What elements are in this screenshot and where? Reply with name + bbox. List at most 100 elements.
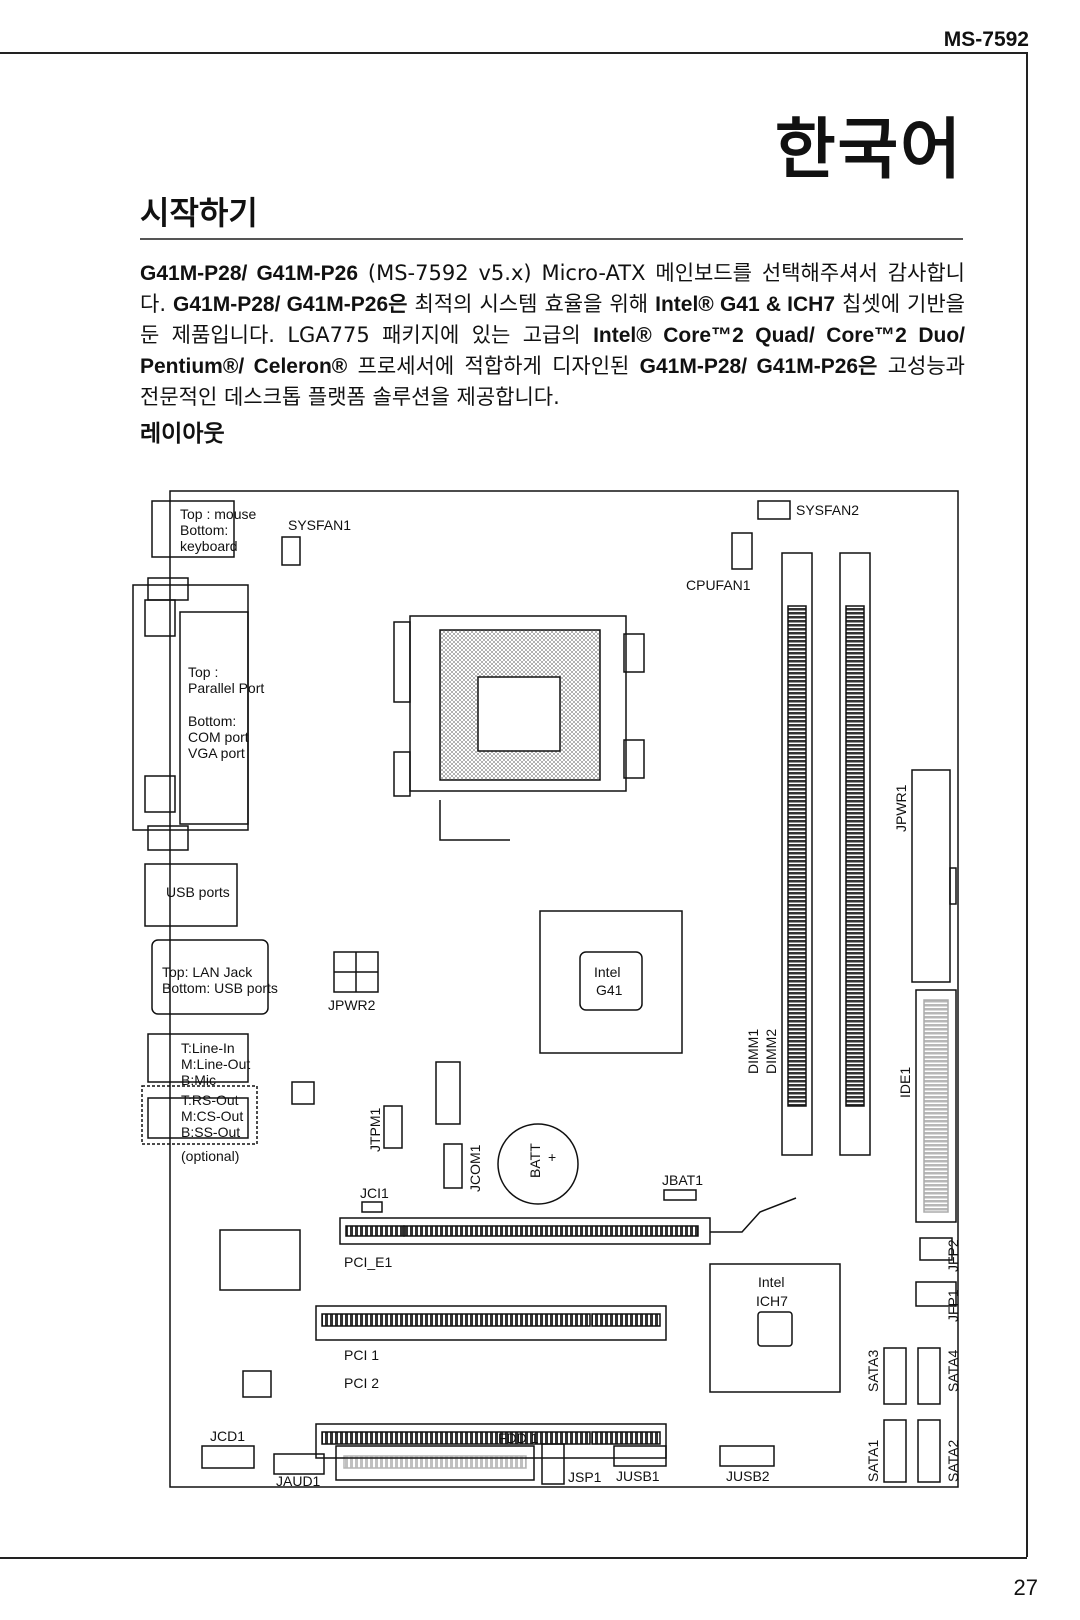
pci-e1-slot bbox=[339, 1217, 711, 1245]
intro-text-1: (MS-7592 v5.x) Micro-ATX 메인보드를 선택해주셔서 감사… bbox=[140, 261, 965, 316]
jcom1-header bbox=[443, 1143, 463, 1189]
io-aud-label-4: T:RS-Out bbox=[181, 1092, 239, 1108]
section-title: 시작하기 bbox=[140, 194, 258, 232]
io-aud-label-6: B:SS-Out bbox=[181, 1124, 240, 1140]
jfp2-label: JFP2 bbox=[945, 1239, 961, 1272]
pci1-label: PCI 1 bbox=[344, 1347, 379, 1363]
io-lan-label-2: Bottom: USB ports bbox=[162, 980, 278, 996]
section-rule bbox=[140, 238, 963, 240]
jusb2-header bbox=[719, 1445, 775, 1467]
io-lan-label-1: Top: LAN Jack bbox=[162, 964, 253, 980]
jusb2-label: JUSB2 bbox=[726, 1468, 770, 1484]
io-ps2-label-3: keyboard bbox=[180, 538, 238, 554]
header-rule bbox=[0, 52, 1027, 54]
page-number: 27 bbox=[1013, 1575, 1038, 1600]
jbat1-header bbox=[663, 1189, 697, 1201]
g41-chip bbox=[579, 951, 643, 1011]
pci-e1-label: PCI_E1 bbox=[344, 1254, 392, 1270]
sysfan2-label: SYSFAN2 bbox=[796, 502, 859, 518]
g41-heatsink bbox=[539, 910, 683, 1054]
cpu-socket-frame bbox=[409, 615, 627, 792]
ich7-chip-area bbox=[709, 1263, 841, 1393]
jaud1-label: JAUD1 bbox=[276, 1473, 321, 1489]
jtpm1-label: JTPM1 bbox=[367, 1107, 383, 1152]
io-par-label-2: Parallel Port bbox=[188, 680, 264, 696]
g41-label-2: G41 bbox=[596, 982, 623, 998]
intro-model-names-2: G41M-P28/ G41M-P26은 bbox=[173, 293, 408, 316]
jfp1-header bbox=[915, 1281, 957, 1307]
battery bbox=[497, 1123, 579, 1205]
dimm1-label: DIMM1 bbox=[745, 1029, 761, 1074]
io-aud-label-3: B:Mic bbox=[181, 1072, 216, 1088]
jci1-header bbox=[361, 1201, 383, 1213]
sata4-label: SATA4 bbox=[945, 1350, 961, 1392]
pci1-slot bbox=[315, 1305, 667, 1341]
pci2-label: PCI 2 bbox=[344, 1375, 379, 1391]
io-aud-label-2: M:Line-Out bbox=[181, 1056, 250, 1072]
ide1-connector bbox=[915, 989, 957, 1223]
sata1-label: SATA1 bbox=[865, 1440, 881, 1482]
jci1-label: JCI1 bbox=[360, 1185, 389, 1201]
jpwr1-label: JPWR1 bbox=[893, 784, 909, 832]
parallel-port bbox=[132, 584, 249, 831]
ps2-port bbox=[151, 500, 235, 558]
dimm2-slot bbox=[839, 552, 871, 1156]
intro-text-2: 최적의 시스템 효율을 위해 bbox=[407, 292, 656, 316]
ich7-label-2: ICH7 bbox=[756, 1293, 788, 1309]
intro-chipset: Intel® G41 & ICH7 bbox=[655, 293, 836, 316]
jusb1-header bbox=[613, 1445, 667, 1467]
fdd1-label: FDD 1 bbox=[498, 1430, 539, 1446]
io-par-label-5: VGA port bbox=[188, 745, 245, 761]
io-ps2-label-1: Top : mouse bbox=[180, 506, 256, 522]
jfp2-header bbox=[919, 1237, 953, 1261]
jpwr1-connector bbox=[911, 769, 951, 983]
jpwr2-label: JPWR2 bbox=[328, 997, 376, 1013]
board-outline bbox=[169, 490, 959, 1488]
header-model: MS-7592 bbox=[943, 28, 1029, 51]
jcd1-header bbox=[201, 1445, 255, 1469]
jsp1-label: JSP1 bbox=[568, 1469, 602, 1485]
lan-jack bbox=[151, 939, 269, 1015]
intro-text-4: 프로세서에 적합하게 디자인된 bbox=[347, 354, 640, 378]
footer-rule bbox=[0, 1557, 1027, 1559]
sysfan1-header bbox=[281, 536, 301, 566]
jusb1-label: JUSB1 bbox=[616, 1468, 660, 1484]
ich7-label-1: Intel bbox=[758, 1274, 784, 1290]
sata3-port bbox=[883, 1347, 907, 1405]
jtpm1-header bbox=[383, 1105, 403, 1149]
sysfan1-label: SYSFAN1 bbox=[288, 517, 351, 533]
intro-processors: Intel® Core™2 Quad/ Core™2 Duo/ Pentium®… bbox=[140, 324, 965, 378]
jcd1-label: JCD1 bbox=[210, 1428, 245, 1444]
io-par-label-1: Top : bbox=[188, 664, 218, 680]
jsp1-header bbox=[541, 1443, 565, 1485]
audio-jacks bbox=[147, 1033, 249, 1083]
batt-plus-label: + bbox=[548, 1149, 556, 1165]
io-aud-label-7: (optional) bbox=[181, 1148, 239, 1164]
jfp1-label: JFP1 bbox=[945, 1289, 961, 1322]
intro-model-names-3: G41M-P28/ G41M-P26은 bbox=[639, 355, 878, 378]
ide1-label: IDE1 bbox=[897, 1067, 913, 1098]
jaud1-header bbox=[273, 1453, 325, 1475]
jbat1-label: JBAT1 bbox=[662, 1172, 703, 1188]
sata2-port bbox=[917, 1419, 941, 1483]
intro-text-5: 고성능과 전문적인 데스크톱 플랫폼 솔루션을 제공합니다. bbox=[140, 354, 965, 409]
g41-label-1: Intel bbox=[594, 964, 620, 980]
sata2-label: SATA2 bbox=[945, 1440, 961, 1482]
sata4-port bbox=[917, 1347, 941, 1405]
batt-label: BATT bbox=[527, 1143, 543, 1178]
intro-text-3: 칩셋에 기반을 둔 제품입니다. LGA775 패키지에 있는 고급의 bbox=[140, 292, 966, 347]
io-aud-label-1: T:Line-In bbox=[181, 1040, 235, 1056]
cpufan1-header bbox=[731, 532, 753, 570]
usb-ports bbox=[144, 863, 238, 927]
sata1-port bbox=[883, 1419, 907, 1483]
cpu-socket bbox=[477, 676, 561, 752]
io-ps2-label-2: Bottom: bbox=[180, 522, 228, 538]
intro-model-names: G41M-P28/ G41M-P26 bbox=[140, 262, 358, 285]
jcom1-label: JCOM1 bbox=[467, 1144, 483, 1192]
io-par-label-4: COM port bbox=[188, 729, 249, 745]
io-usb-label: USB ports bbox=[166, 884, 230, 900]
sysfan2-header bbox=[757, 500, 791, 520]
fdd1-connector bbox=[335, 1445, 535, 1481]
io-aud-label-5: M:CS-Out bbox=[181, 1108, 243, 1124]
